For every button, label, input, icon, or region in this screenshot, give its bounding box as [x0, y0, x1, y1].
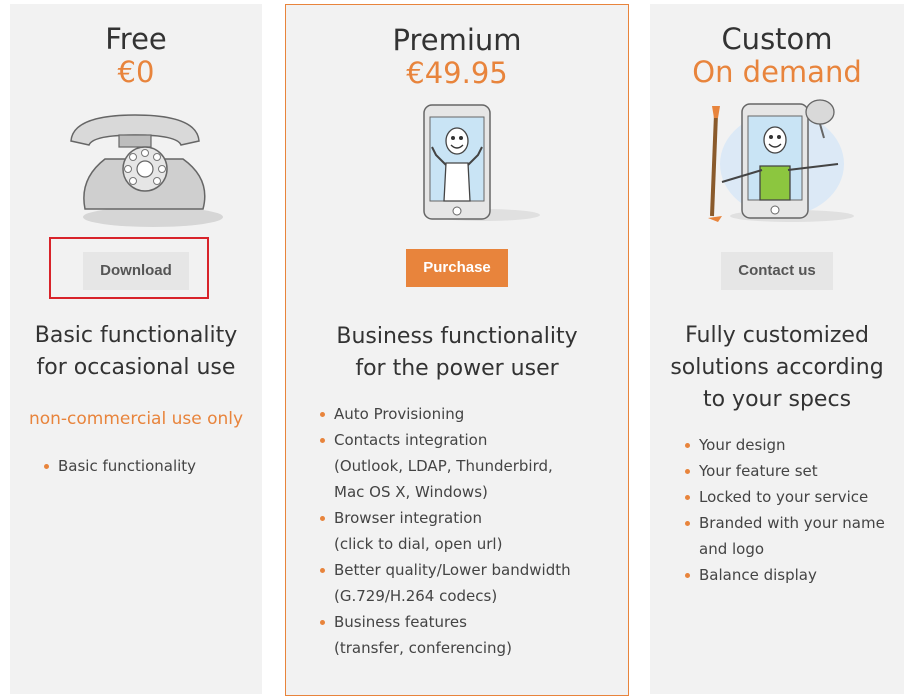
feature-list: Auto Provisioning Contacts integration (…: [320, 401, 571, 661]
list-item: Auto Provisioning: [320, 401, 571, 427]
plan-price: On demand: [692, 55, 862, 89]
plan-tagline: Basic functionality for occasional use: [34, 323, 238, 380]
plan-name: Custom: [721, 22, 833, 56]
download-button[interactable]: Download: [83, 252, 189, 290]
purchase-button[interactable]: Purchase: [406, 249, 508, 287]
plan-tagline: Business functionality for the power use…: [336, 324, 578, 381]
non-commercial-note: non-commercial use only: [28, 409, 244, 429]
list-item: Branded with your name and logo: [685, 510, 885, 562]
smartphone-character-icon: [423, 104, 540, 221]
plan-price: €49.95: [406, 56, 508, 90]
list-item: Locked to your service: [685, 484, 885, 510]
plan-tagline: Fully customized solutions according to …: [670, 323, 884, 412]
list-item: Your design: [685, 432, 885, 458]
plan-card-premium: Premium €49.95 Purchase Business functio…: [285, 4, 629, 696]
highlight-box: [49, 237, 209, 299]
list-item: Basic functionality: [44, 453, 196, 479]
list-item: Better quality/Lower bandwidth (G.729/H.…: [320, 557, 571, 609]
plan-name: Premium: [392, 23, 522, 57]
feature-list: Basic functionality: [44, 453, 196, 479]
plan-card-free: Free €0 Download Basic functionality for…: [10, 4, 262, 694]
plan-card-custom: Custom On demand Contact us Fully custom…: [650, 4, 904, 694]
feature-list: Your design Your feature set Locked to y…: [685, 432, 885, 588]
custom-smartphone-character-icon: [708, 99, 854, 222]
list-item: Business features (transfer, conferencin…: [320, 609, 571, 661]
list-item: Your feature set: [685, 458, 885, 484]
plan-name: Free: [105, 22, 167, 56]
list-item: Browser integration (click to dial, open…: [320, 505, 571, 557]
plan-price: €0: [117, 55, 155, 89]
contact-us-button[interactable]: Contact us: [721, 252, 833, 290]
list-item: Contacts integration (Outlook, LDAP, Thu…: [320, 427, 571, 505]
list-item: Balance display: [685, 562, 885, 588]
rotary-telephone-icon: [70, 114, 223, 227]
